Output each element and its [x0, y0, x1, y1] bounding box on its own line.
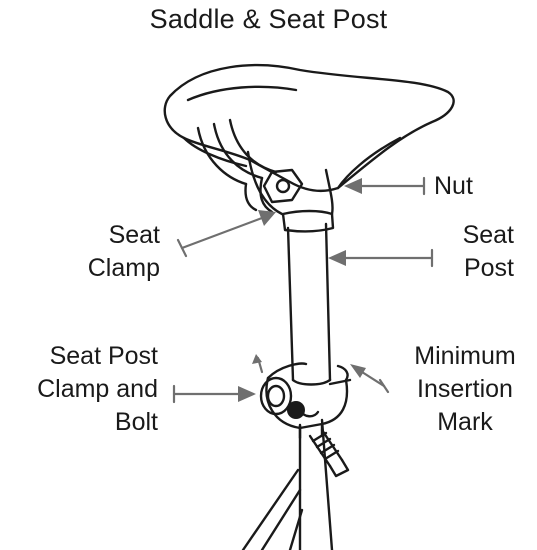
seat-clamp-arrow [176, 210, 276, 258]
label-seat-post-line-1: Seat [462, 221, 514, 249]
clamp-bolt-head [287, 401, 305, 419]
label-minimum-insertion-line-2: Insertion [417, 375, 513, 403]
label-nut: Nut [434, 170, 473, 203]
label-minimum-insertion-line-3: Mark [437, 408, 493, 436]
clamp-bolt [308, 428, 350, 478]
seat-post-clamp [259, 362, 352, 440]
label-seat-post-line-2: Post [463, 254, 514, 282]
label-seat-post-clamp-line-2: Clamp and [37, 375, 158, 403]
label-seat-post-clamp-line-3: Bolt [114, 408, 158, 436]
diagram-title: Saddle & Seat Post [149, 4, 388, 34]
label-nut-line: Nut [434, 172, 473, 200]
seat-clamp-assembly [196, 118, 334, 216]
label-minimum-insertion-line-1: Minimum [414, 342, 516, 370]
frame-tubes [241, 418, 334, 550]
seat-post-arrow [328, 248, 434, 268]
label-minimum-insertion: Minimum Insertion Mark [396, 340, 534, 439]
label-seat-post: Seat Post [414, 219, 514, 285]
label-seat-post-clamp-line-1: Seat Post [49, 342, 158, 370]
label-seat-clamp-line-1: Seat [108, 221, 160, 249]
label-seat-clamp-line-2: Clamp [87, 254, 160, 282]
nut [262, 168, 304, 204]
nut-arrow [344, 176, 426, 196]
label-seat-clamp: Seat Clamp [60, 219, 160, 285]
seat-post-tube [281, 209, 335, 386]
saddle [163, 63, 455, 193]
seat-post-clamp-arrow [172, 384, 256, 404]
label-seat-post-clamp: Seat Post Clamp and Bolt [2, 340, 158, 439]
minimum-insertion-arrow [350, 364, 390, 394]
insertion-tick-arrow [252, 354, 264, 374]
